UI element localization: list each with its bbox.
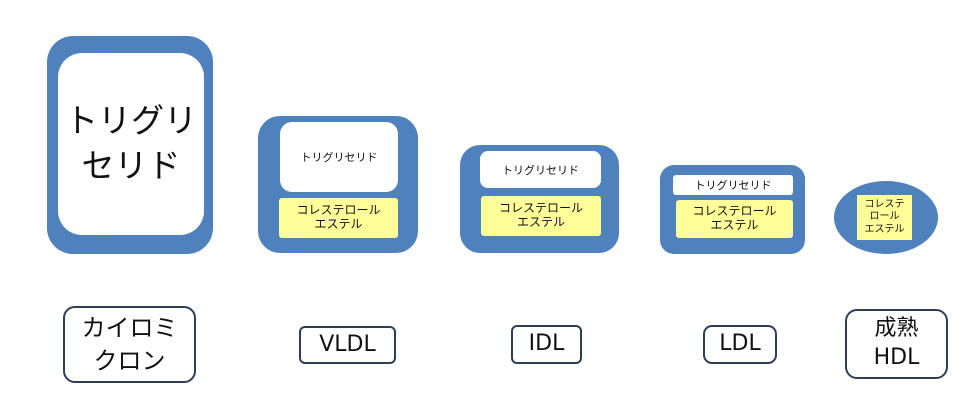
ldl-triglyceride: トリグリセリド [673,175,793,195]
vldl-triglyceride: トリグリセリド [280,122,398,192]
vldl-cholesterol-ester: コレステロール エステル [279,198,398,238]
label-chylomicron: カイロミ クロン [63,306,196,383]
label-idl: IDL [511,325,582,364]
chylomicron-triglyceride: トリグリ セリド [58,53,204,235]
label-vldl: VLDL [299,326,396,364]
hdl-cholesterol-ester: コレステ ロール エステル [857,195,912,240]
idl-cholesterol-ester: コレステロール エステル [481,196,601,236]
label-ldl: LDL [703,325,777,364]
ldl-cholesterol-ester: コレステロール エステル [676,200,793,238]
label-hdl: 成熟 HDL [845,309,948,379]
idl-triglyceride: トリグリセリド [480,151,601,188]
